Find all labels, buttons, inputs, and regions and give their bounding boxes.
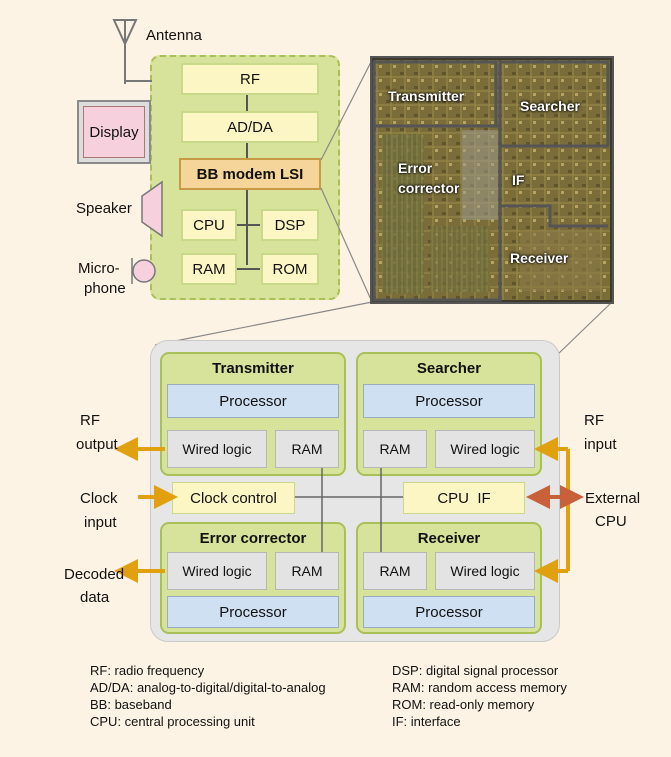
clock-control-box: Clock control [172,482,295,514]
die-receiver-label: Receiver [510,250,569,266]
speaker-label: Speaker [76,200,132,217]
legend-item: AD/DA: analog-to-digital/digital-to-anal… [90,680,326,695]
microphone-label-2: phone [84,280,126,297]
speaker-icon [141,180,163,238]
die-transmitter-label: Transmitter [388,88,465,104]
die-error-label-2: corrector [398,180,460,196]
transmitter-title: Transmitter [212,360,294,377]
phone-adda-box: AD/DA [181,111,319,143]
antenna-connector [125,80,152,82]
searcher-title: Searcher [416,360,482,377]
legend-left: RF: radio frequency AD/DA: analog-to-dig… [90,662,326,730]
die-photo [370,56,614,304]
rf-output-label-2: output [76,436,118,453]
receiver-ram: RAM [363,552,427,590]
legend-item: BB: baseband [90,697,172,712]
error-corrector-wired-logic: Wired logic [167,552,267,590]
cpu-if-box: CPU IF [403,482,525,514]
rf-input-label-1: RF [584,412,604,429]
phone-rf-box: RF [181,63,319,95]
decoded-data-label-1: Decoded [64,566,125,583]
antenna-icon [112,19,138,84]
display-screen: Display [83,106,145,158]
error-corrector-ram: RAM [275,552,339,590]
error-corrector-title: Error corrector [199,530,307,547]
clock-input-label-2: input [84,514,117,531]
transmitter-processor: Processor [167,384,339,418]
rf-output-label-1: RF [80,412,100,429]
receiver-processor: Processor [363,596,535,628]
searcher-ram: RAM [363,430,427,468]
display-frame: Display [77,100,151,164]
phone-cpu-box: CPU [181,209,237,241]
bb-modem-box: BB modem LSI [179,158,321,190]
legend-item: DSP: digital signal processor [392,663,559,678]
external-cpu-label-2: CPU [595,513,627,530]
receiver-wired-logic: Wired logic [435,552,535,590]
receiver-title: Receiver [417,530,481,547]
phone-dsp-box: DSP [261,209,319,241]
microphone-label-1: Micro- [78,260,120,277]
die-searcher-label: Searcher [520,98,580,114]
rf-input-label-2: input [584,436,617,453]
clock-input-label-1: Clock [80,490,118,507]
legend-item: CPU: central processing unit [90,714,255,729]
legend-right: DSP: digital signal processor RAM: rando… [392,662,567,730]
legend-item: RF: radio frequency [90,663,205,678]
transmitter-ram: RAM [275,430,339,468]
legend-item: RAM: random access memory [392,680,567,695]
transmitter-wired-logic: Wired logic [167,430,267,468]
die-error-label-1: Error [398,160,433,176]
legend-item: ROM: read-only memory [392,697,535,712]
decoded-data-label-2: data [80,589,110,606]
die-if-label: IF [512,172,525,188]
external-cpu-label-1: External [585,490,641,507]
searcher-wired-logic: Wired logic [435,430,535,468]
error-corrector-processor: Processor [167,596,339,628]
legend-item: IF: interface [392,714,461,729]
microphone-icon [131,258,156,284]
phone-rom-box: ROM [261,253,319,285]
searcher-processor: Processor [363,384,535,418]
phone-ram-box: RAM [181,253,237,285]
antenna-label: Antenna [146,27,202,44]
